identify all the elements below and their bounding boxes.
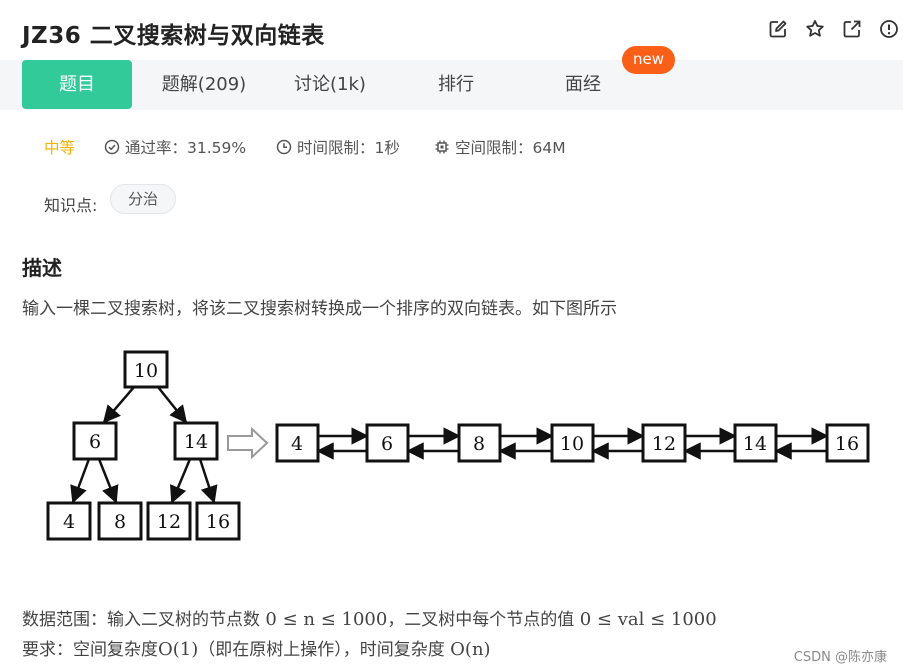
clock-icon [276, 139, 292, 155]
title-bar: JZ36 二叉搜索树与双向链表 [0, 0, 903, 60]
requirement-prefix: 要求：空间复杂度 [22, 640, 158, 660]
tree-node-l2-1 [46, 501, 92, 541]
new-badge: new [622, 46, 675, 74]
tree-node-l2-2 [97, 501, 143, 541]
tree-node-l1-right-label: 14 [184, 431, 208, 453]
check-circle-icon [104, 139, 120, 155]
requirement: 要求：空间复杂度O(1)（即在原树上操作），时间复杂度 O(n) [22, 635, 491, 660]
list-node-3-label: 8 [473, 433, 485, 455]
list-node-4 [550, 423, 595, 463]
edge-14-16 [198, 458, 218, 504]
tab-solutions[interactable]: 题解(209) [161, 74, 247, 95]
list-node-7-label: 16 [835, 433, 859, 455]
tab-problem[interactable]: 题目 [22, 60, 132, 109]
time-limit-text: 时间限制：1秒 [297, 139, 400, 157]
share-icon[interactable] [842, 19, 862, 39]
description-title: 描述 [22, 256, 62, 280]
time-complexity: O(n) [450, 639, 491, 660]
edge-6-8 [97, 458, 119, 504]
tree-node-l2-4 [195, 501, 241, 541]
tree-node-l1-right [173, 421, 219, 461]
pass-rate: 通过率：31.59% [104, 136, 246, 158]
requirement-middle: （即在原树上操作），时间复杂度 [198, 640, 451, 660]
tree-node-l1-left-label: 6 [89, 431, 101, 453]
tab-ranking[interactable]: 排行 [438, 74, 474, 95]
report-icon[interactable] [879, 19, 899, 39]
tab-interview[interactable]: 面经 [565, 74, 601, 95]
space-limit-text: 空间限制：64M [455, 139, 566, 157]
list-node-1-label: 4 [291, 433, 303, 455]
data-range-prefix: 数据范围：输入二叉树的节点数 [22, 610, 266, 630]
pass-rate-text: 通过率：31.59% [125, 139, 247, 157]
tree-node-root [123, 350, 169, 389]
edge-6-4 [70, 458, 91, 504]
transform-arrow-icon [227, 426, 269, 460]
list-node-2-label: 6 [381, 433, 393, 455]
tree-node-root-label: 10 [134, 360, 158, 382]
edge-10-14 [157, 386, 188, 424]
title-actions [768, 19, 899, 39]
knowledge-tag[interactable]: 分治 [110, 184, 176, 214]
tree-edges [70, 386, 218, 504]
list-node-6 [733, 423, 778, 463]
problem-tabs: 题目 题解(209) 讨论(1k) 排行 面经 [0, 60, 903, 110]
tree-node-l2-4-label: 16 [206, 511, 230, 533]
tree-node-l2-3-label: 12 [157, 511, 181, 533]
tree-node-l2-1-label: 4 [63, 511, 75, 533]
space-limit: 空间限制：64M [434, 136, 566, 158]
list-node-5-label: 12 [652, 433, 676, 455]
tree-node-l2-2-label: 8 [114, 511, 126, 533]
list-node-1 [275, 423, 320, 463]
data-range: 数据范围：输入二叉树的节点数 0 ≤ n ≤ 1000，二叉树中每个节点的值 0… [22, 605, 717, 630]
list-node-3 [457, 423, 502, 463]
value-range: 0 ≤ val ≤ 1000 [579, 609, 717, 630]
list-node-7 [825, 423, 870, 463]
node-count-range: 0 ≤ n ≤ 1000 [265, 609, 388, 630]
watermark: CSDN @陈亦康 [793, 650, 887, 665]
time-limit: 时间限制：1秒 [276, 136, 400, 158]
star-icon[interactable] [805, 19, 825, 39]
list-node-4-label: 10 [560, 433, 584, 455]
data-range-middle: ，二叉树中每个节点的值 [387, 610, 580, 630]
list-node-2 [365, 423, 410, 463]
chip-icon [435, 140, 449, 154]
knowledge-label: 知识点: [44, 196, 98, 215]
space-complexity: O(1) [158, 639, 199, 660]
edge-14-12 [170, 458, 192, 504]
difficulty-label: 中等 [44, 139, 76, 157]
edge-10-6 [102, 386, 135, 424]
tab-discussion[interactable]: 讨论(1k) [294, 74, 366, 95]
list-node-5 [641, 423, 687, 463]
edit-icon[interactable] [768, 19, 788, 39]
tree-node-l1-left [72, 421, 118, 461]
bst-to-list-figure: 10 6 14 4 8 12 16 4 6 8 10 1 [46, 350, 870, 541]
problem-title: JZ36 二叉搜索树与双向链表 [22, 23, 325, 49]
tree-node-l2-3 [146, 501, 192, 541]
description-text: 输入一棵二叉搜索树，将该二叉搜索树转换成一个排序的双向链表。如下图所示 [22, 299, 617, 319]
list-node-6-label: 14 [743, 433, 767, 455]
